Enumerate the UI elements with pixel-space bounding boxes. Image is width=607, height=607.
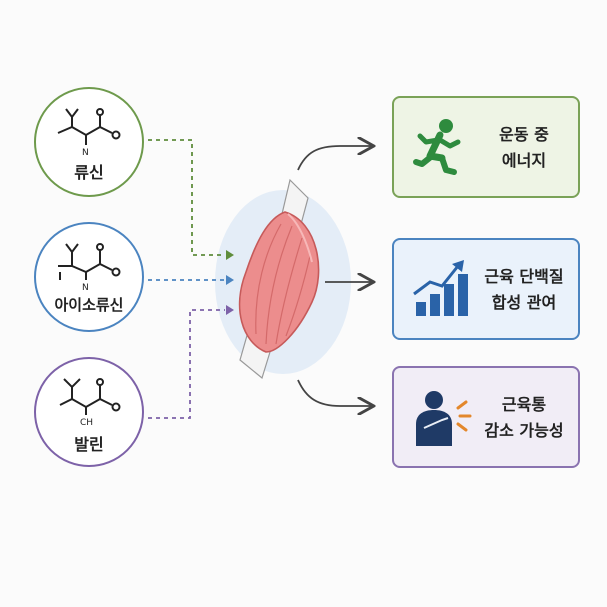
svg-text:N: N <box>82 283 89 293</box>
muscle-icon <box>238 178 320 380</box>
isoleucine-arrowhead <box>226 275 234 285</box>
protein-synthesis-card: 근육 단백질 합성 관여 <box>392 238 580 340</box>
shoulder-pain-person-icon <box>416 391 472 446</box>
muscle-pain-card: 근육통 감소 가능성 <box>392 366 580 468</box>
leucine-connector <box>148 139 225 256</box>
pain-arrow <box>297 379 372 406</box>
exercise-energy-card: 운동 중 에너지 <box>392 96 580 198</box>
running-person-icon <box>413 119 461 175</box>
svg-text:CH: CH <box>80 418 93 428</box>
valine-structure-icon: CH <box>59 378 121 428</box>
protein-synthesis-label: 근육 단백질 합성 관여 <box>484 267 564 312</box>
isoleucine-node: N 아이소류신 <box>34 222 144 332</box>
leucine-structure-icon: N <box>57 108 121 158</box>
isoleucine-label: 아이소류신 <box>54 296 124 314</box>
isoleucine-structure-icon: N <box>58 243 121 293</box>
svg-text:N: N <box>82 148 89 158</box>
leucine-label: 류신 <box>74 163 104 182</box>
valine-label: 발린 <box>74 435 104 454</box>
growth-bar-chart-icon <box>413 260 468 316</box>
leucine-node: N 류신 <box>34 87 144 197</box>
valine-node: CH 발린 <box>34 357 144 467</box>
muscle-pain-label: 근육통 감소 가능성 <box>484 395 564 440</box>
exercise-energy-label: 운동 중 에너지 <box>499 125 549 170</box>
energy-arrow <box>297 146 372 171</box>
leucine-arrowhead <box>226 250 234 260</box>
valine-connector <box>148 309 225 419</box>
valine-arrowhead <box>226 305 234 315</box>
